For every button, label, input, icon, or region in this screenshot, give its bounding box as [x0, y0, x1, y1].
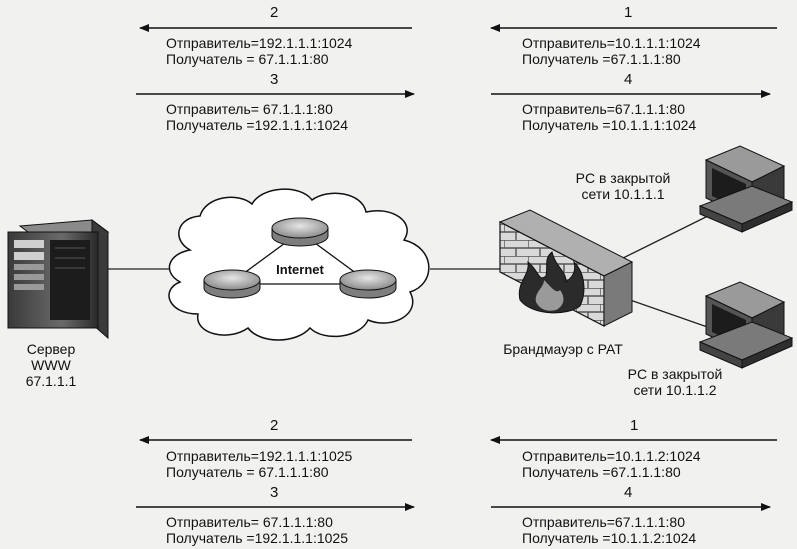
packet-label-top-3: Отправитель= 67.1.1.1:80 Получатель =192… [166, 101, 348, 133]
sender-address: Отправитель=67.1.1.1:80 [522, 514, 685, 530]
step-number: 1 [630, 417, 639, 434]
receiver-address: Получатель =10.1.1.2:1024 [522, 530, 697, 546]
router-icon-left [203, 269, 261, 299]
receiver-address: Получатель =192.1.1.1:1024 [166, 117, 349, 133]
packet-label-bottom-1: Отправитель=10.1.1.2:1024 Получатель =67… [522, 448, 701, 480]
step-number: 2 [270, 417, 279, 434]
receiver-address: Получатель =10.1.1.1:1024 [522, 117, 697, 133]
sender-address: Отправитель=10.1.1.2:1024 [522, 448, 701, 464]
step-number: 3 [270, 71, 279, 88]
sender-address: Отправитель= 67.1.1.1:80 [166, 101, 333, 117]
step-number: 3 [270, 484, 279, 501]
pc2-caption: PC в закрытой сети 10.1.1.2 [627, 366, 723, 398]
sender-address: Отправитель=192.1.1.1:1025 [166, 448, 353, 464]
receiver-address: Получатель = 67.1.1.1:80 [166, 51, 329, 67]
link-firewall-pc1 [614, 211, 717, 263]
packet-label-top-1: Отправитель=10.1.1.1:1024 Получатель =67… [522, 35, 701, 67]
packet-label-top-2: Отправитель=192.1.1.1:1024 Получатель = … [166, 35, 352, 67]
sender-address: Отправитель=10.1.1.1:1024 [522, 35, 701, 51]
step-number: 1 [624, 4, 633, 21]
receiver-address: Получатель =192.1.1.1:1025 [166, 530, 349, 546]
server-caption: Сервер WWW 67.1.1.1 [25, 341, 77, 389]
step-number: 2 [270, 4, 279, 21]
sender-address: Отправитель=192.1.1.1:1024 [166, 35, 353, 51]
packet-label-bottom-4: Отправитель=67.1.1.1:80 Получатель =10.1… [522, 514, 696, 546]
flame-icon [518, 251, 585, 314]
server-icon [7, 219, 110, 340]
step-number: 4 [624, 484, 633, 501]
sender-address: Отправитель= 67.1.1.1:80 [166, 514, 333, 530]
sender-address: Отправитель=67.1.1.1:80 [522, 101, 685, 117]
packet-label-bottom-2: Отправитель=192.1.1.1:1025 Получатель = … [166, 448, 352, 480]
packet-label-bottom-3: Отправитель= 67.1.1.1:80 Получатель =192… [166, 514, 348, 546]
firewall-caption: Брандмауэр с PAT [503, 341, 623, 357]
receiver-address: Получатель =67.1.1.1:80 [522, 464, 681, 480]
router-icon-right [339, 269, 397, 299]
router-icon-top [271, 217, 329, 247]
pc-icon-2 [698, 281, 794, 369]
receiver-address: Получатель = 67.1.1.1:80 [166, 464, 329, 480]
link-firewall-pc2 [629, 299, 717, 331]
internet-label: Internet [276, 262, 324, 277]
internet-cloud-shape [168, 188, 430, 341]
step-number: 4 [624, 71, 633, 88]
pc1-caption: PC в закрытой сети 10.1.1.1 [575, 170, 671, 202]
packet-label-top-4: Отправитель=67.1.1.1:80 Получатель =10.1… [522, 101, 696, 133]
firewall-icon [498, 209, 634, 327]
pc-icon-1 [698, 145, 794, 233]
receiver-address: Получатель =67.1.1.1:80 [522, 51, 681, 67]
